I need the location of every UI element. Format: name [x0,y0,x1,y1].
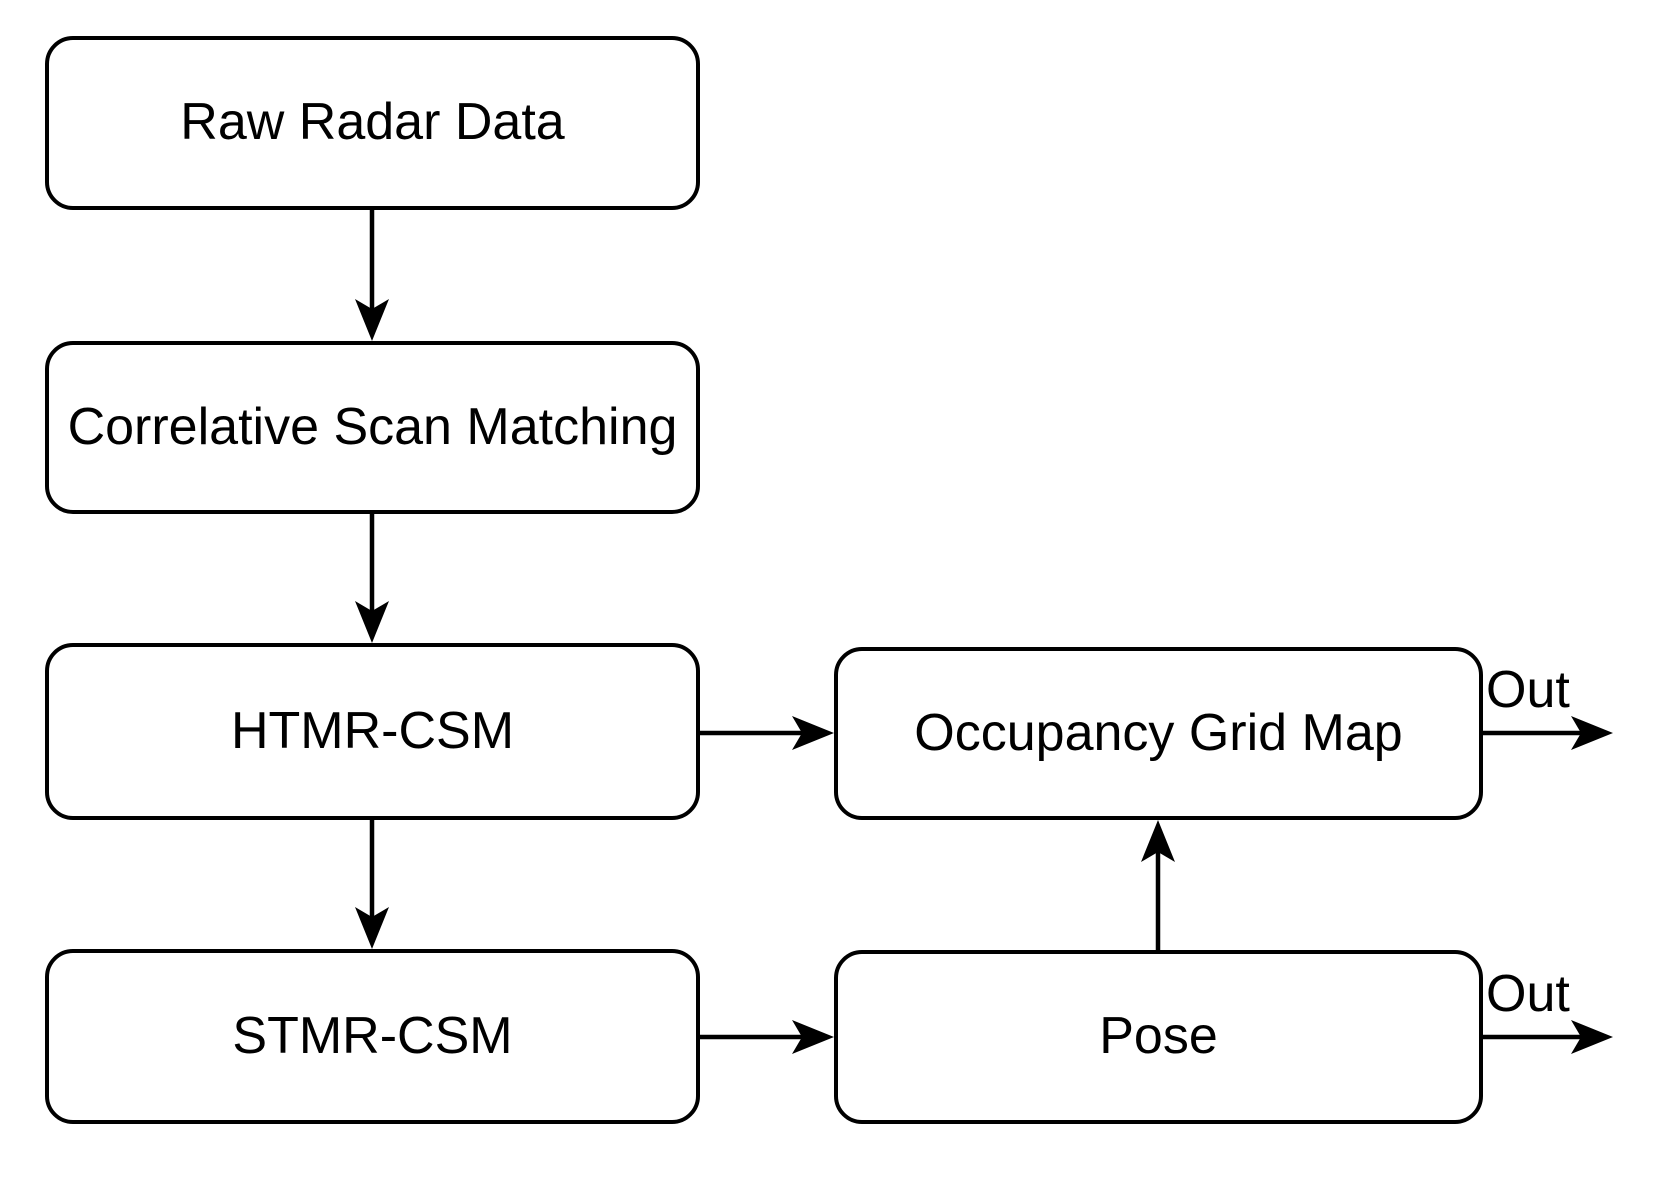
node-label: Correlative Scan Matching [67,397,678,456]
arrow-htmr-to-occupancy [700,716,834,750]
pose-out-label: Out [1486,965,1570,1023]
node-occupancy-grid-map: Occupancy Grid Map [834,647,1483,820]
node-label: HTMR-CSM [230,701,515,760]
node-pose: Pose [834,950,1483,1124]
node-stmr-csm: STMR-CSM [45,949,700,1124]
arrow-pose-to-occupancy [1141,820,1175,950]
node-raw-radar-data: Raw Radar Data [45,36,700,210]
node-label: Raw Radar Data [180,93,565,152]
arrow-raw-to-correlative [355,210,389,341]
arrow-correlative-to-htmr [355,514,389,643]
node-label: Pose [1099,1007,1218,1066]
arrow-occupancy-out [1483,716,1613,750]
node-label: Occupancy Grid Map [914,703,1403,762]
occupancy-out-label: Out [1486,661,1570,719]
node-correlative-scan-matching: Correlative Scan Matching [45,341,700,514]
arrow-stmr-to-pose [700,1020,834,1054]
node-htmr-csm: HTMR-CSM [45,643,700,820]
arrow-htmr-to-stmr [355,820,389,949]
arrow-pose-out [1483,1020,1613,1054]
node-label: STMR-CSM [232,1006,513,1065]
